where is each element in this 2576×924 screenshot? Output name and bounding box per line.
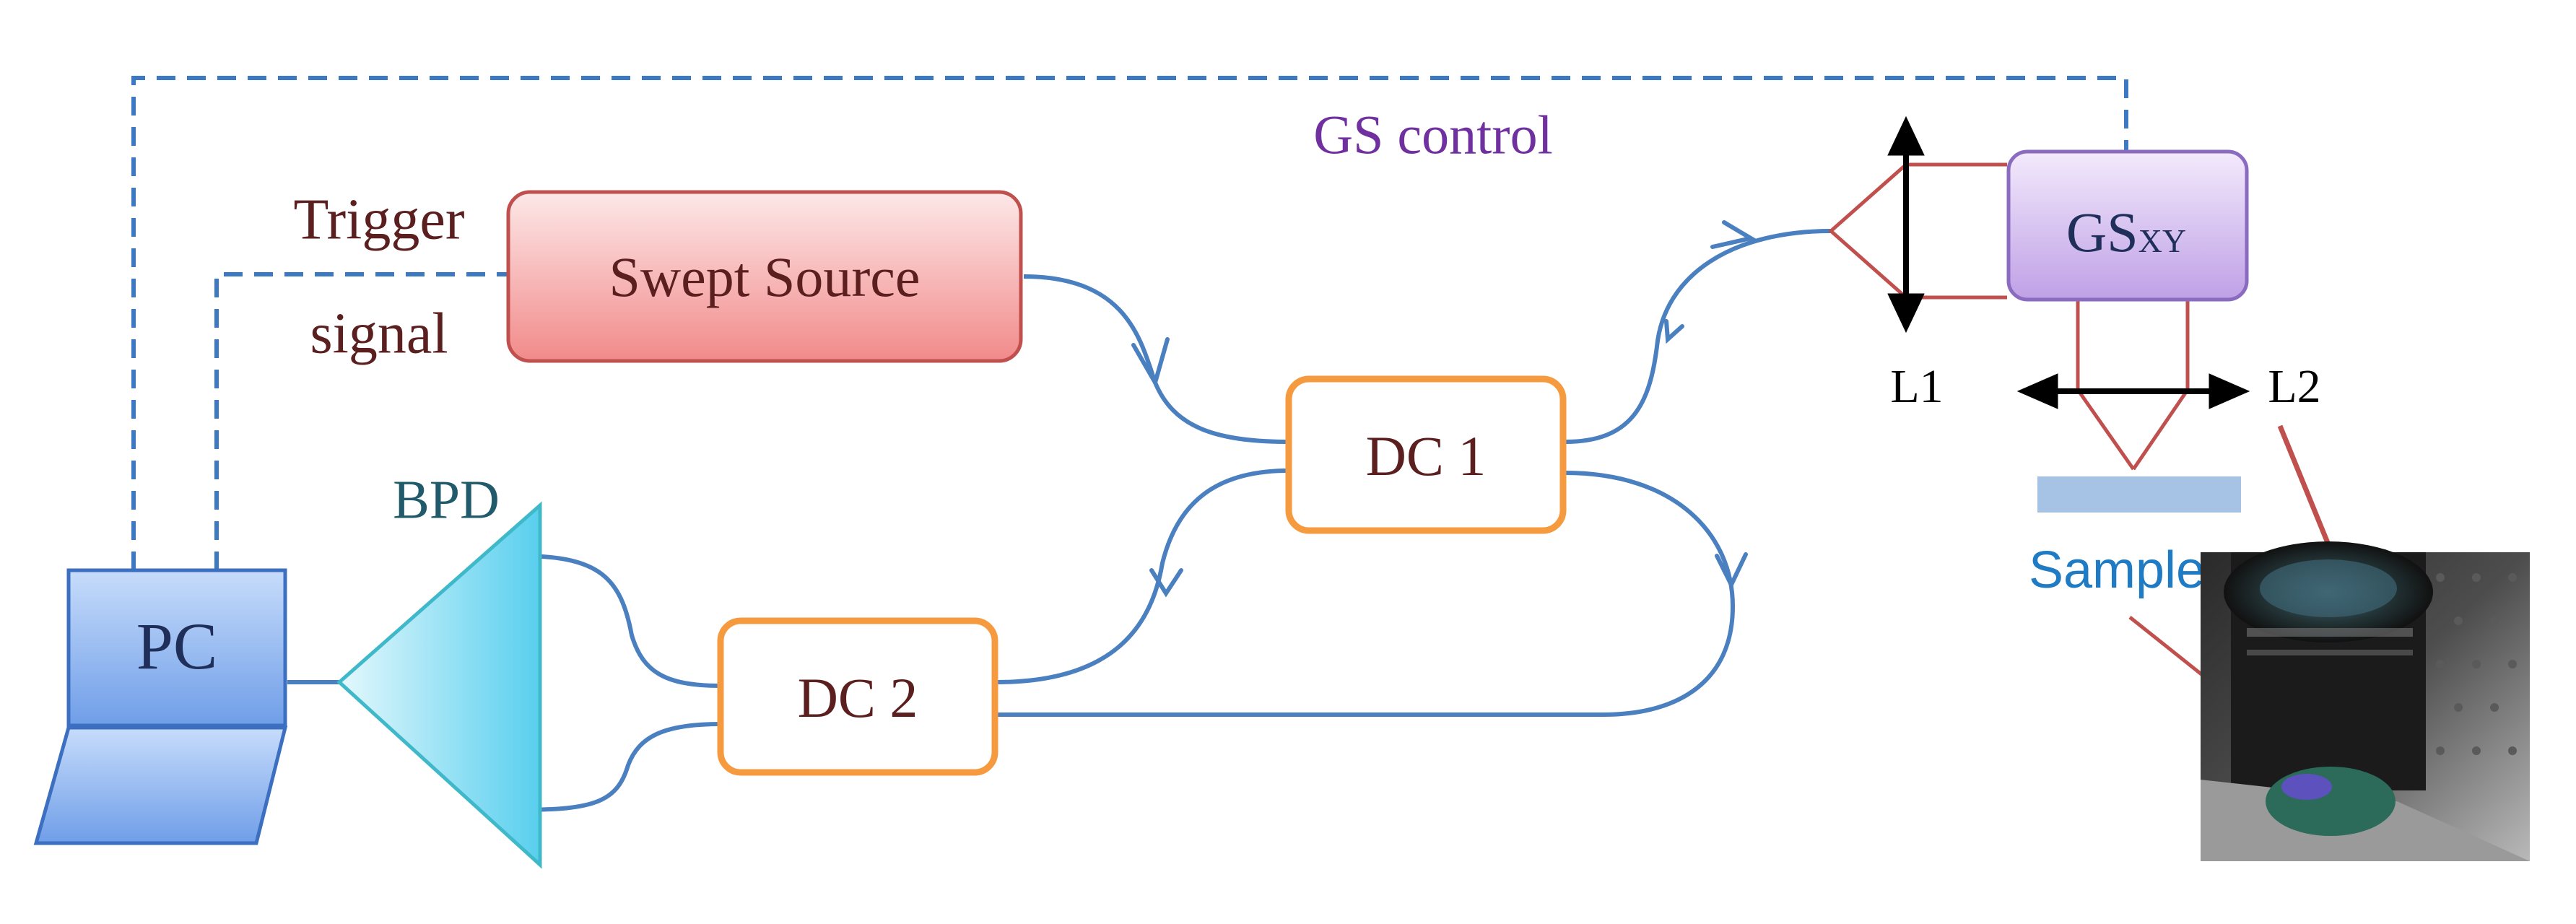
arrow-l1-dc1 xyxy=(1664,319,1684,344)
l2-lens xyxy=(2016,373,2250,409)
fiber-dc1-to-loop xyxy=(996,471,1736,717)
l1-label: L1 xyxy=(1890,360,1943,413)
fiber-arrows xyxy=(1131,220,1757,598)
arrow-loop xyxy=(1715,552,1748,590)
dc1-box xyxy=(1285,375,1567,534)
dc1-label: DC 1 xyxy=(1366,424,1487,487)
dc2-label: DC 2 xyxy=(798,666,918,729)
beam-l2-right xyxy=(2131,297,2190,471)
arrow-dc1-dc2 xyxy=(1149,568,1183,598)
beam-l1-triangle xyxy=(1828,162,2007,300)
pc-screen xyxy=(66,568,287,728)
fiber-source-to-dc1 xyxy=(1023,274,1289,444)
arrow-source-dc1 xyxy=(1131,337,1170,388)
swept-source-box xyxy=(506,190,1023,363)
trigger-signal-line xyxy=(214,272,510,570)
l1-lens xyxy=(1887,116,1925,334)
bpd-label: BPD xyxy=(393,469,500,530)
trigger-label: Trigger xyxy=(293,188,464,251)
fiber-dc1-to-dc2 xyxy=(996,468,1289,684)
gs-xy-box xyxy=(2006,149,2249,302)
dc2-box xyxy=(717,617,998,776)
pc-label: PC xyxy=(136,609,218,683)
beam-l2-left xyxy=(2076,297,2136,471)
pc-keyboard xyxy=(33,725,288,845)
sample-slab xyxy=(2037,476,2241,513)
signal-label: signal xyxy=(310,302,448,365)
fiber-dc2-to-bpd-bottom xyxy=(519,722,721,812)
bpd-detector xyxy=(336,501,542,869)
fiber-dc1-to-l1 xyxy=(1565,229,1832,444)
pc-computer: PC xyxy=(33,568,288,845)
arrow-l1-return xyxy=(1710,220,1757,249)
gs-control-line xyxy=(131,76,2128,570)
gs-xy-label: GSXY xyxy=(2066,201,2186,263)
sample-label: Sample xyxy=(2029,541,2205,599)
gs-control-label: GS control xyxy=(1313,105,1552,165)
swept-source-label: Swept Source xyxy=(609,245,920,308)
sample-photo xyxy=(2201,541,2530,861)
fiber-dc2-to-bpd-top xyxy=(519,554,721,688)
l2-label: L2 xyxy=(2268,360,2320,413)
